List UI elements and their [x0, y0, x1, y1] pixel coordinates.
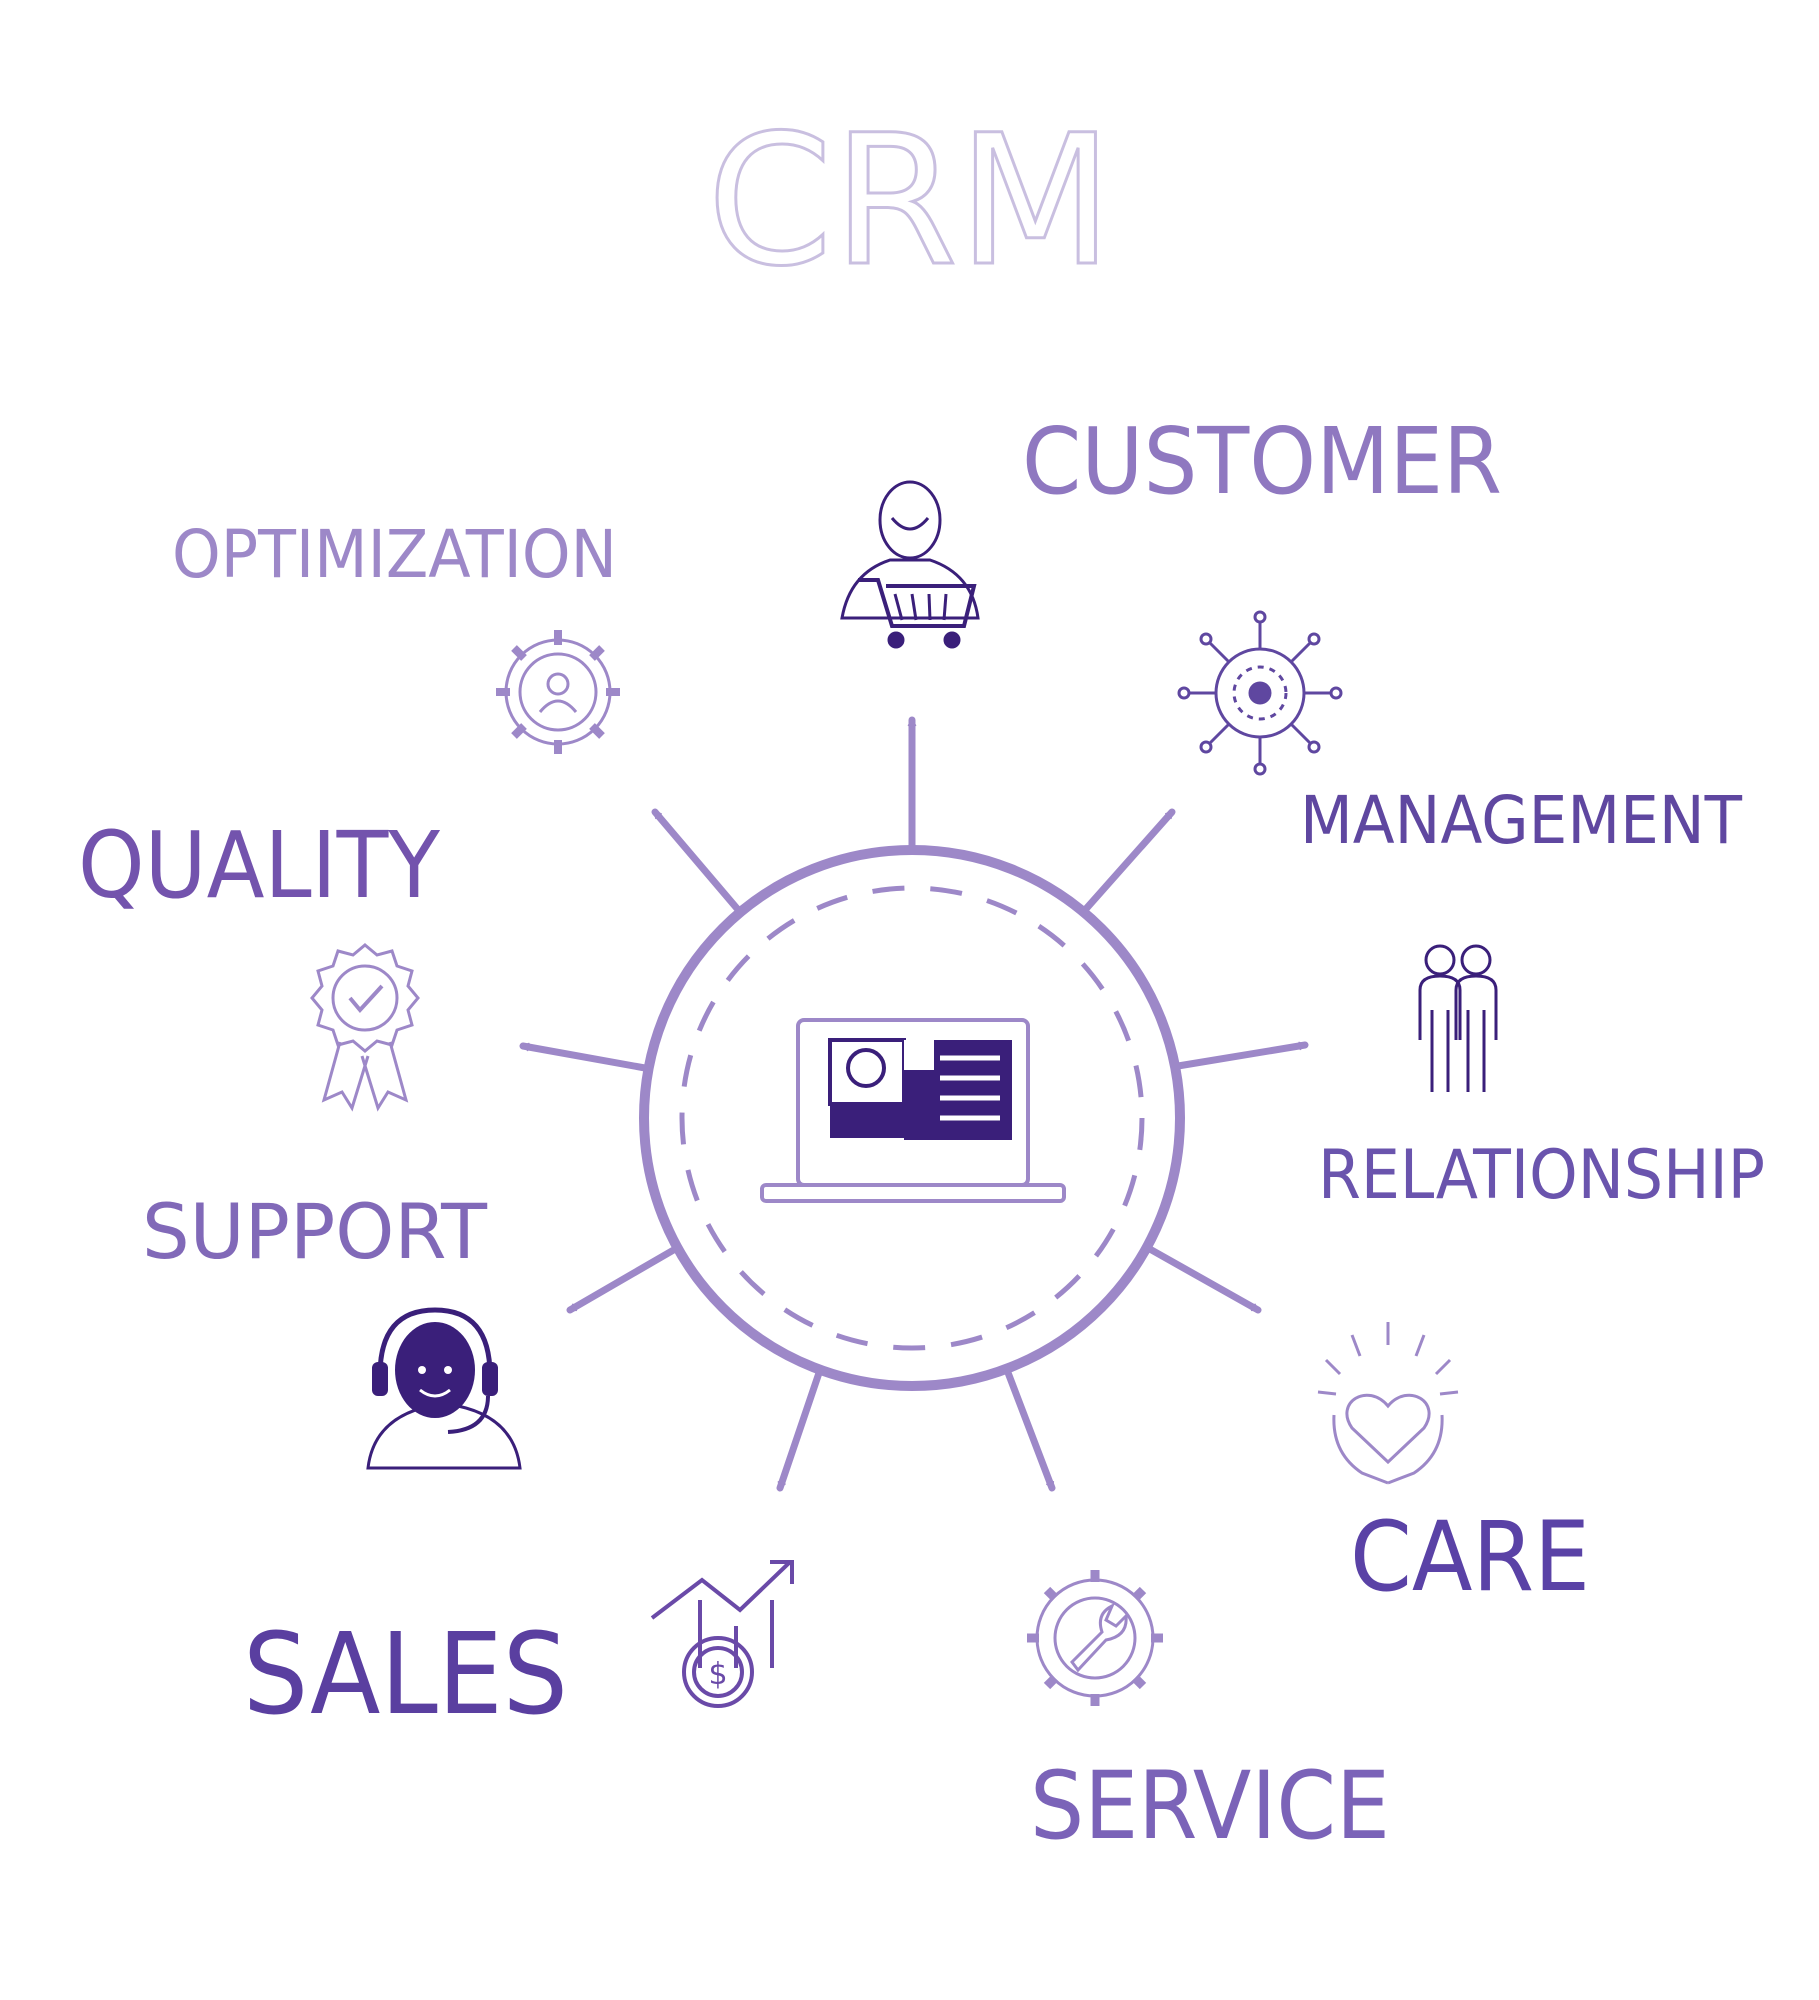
wrench-gear-icon: [1027, 1570, 1163, 1706]
arrow-lower-right: [1144, 1244, 1262, 1314]
laptop-dashboard-icon: [760, 1018, 1066, 1203]
arrow-upper-right: [1081, 808, 1176, 914]
arrow-right: [1174, 1041, 1309, 1070]
gear-person-icon: [496, 630, 620, 754]
label-care: CARE: [1350, 1501, 1590, 1613]
headset-agent-icon: [366, 1307, 522, 1470]
growth-dollar-icon: $: [650, 1560, 794, 1708]
arrow-down-left: [776, 1366, 824, 1492]
diagram-title: CRM: [707, 97, 1113, 306]
arrow-upper-left: [651, 808, 744, 916]
two-people-icon: [1418, 944, 1498, 1092]
label-relationship: RELATIONSHIP: [1318, 1136, 1765, 1215]
label-support: SUPPORT: [142, 1187, 488, 1276]
label-sales: SALES: [243, 1610, 568, 1740]
arrows: [519, 716, 1309, 1492]
network-gear-icon: [1177, 610, 1343, 776]
customer-cart-icon: [840, 480, 980, 649]
label-quality: QUALITY: [78, 812, 441, 919]
arrow-left: [519, 1042, 649, 1072]
label-customer: CUSTOMER: [1022, 408, 1502, 515]
label-optimization: OPTIMIZATION: [172, 516, 617, 593]
heart-hands-icon: [1317, 1322, 1459, 1485]
hub-dashed-ring: [679, 885, 1145, 1351]
arrow-lower-left: [566, 1244, 681, 1314]
label-management: MANAGEMENT: [1300, 782, 1743, 859]
dollar-sign: $: [708, 1657, 727, 1692]
label-service: SERVICE: [1030, 1752, 1390, 1861]
award-ribbon-icon: [310, 943, 420, 1112]
arrow-down-right: [1003, 1366, 1056, 1492]
